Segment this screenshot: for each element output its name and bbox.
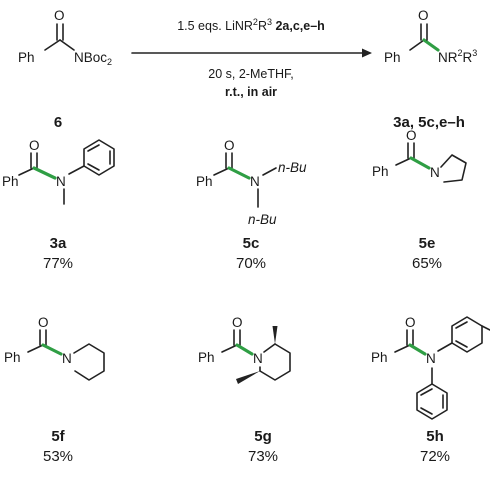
5e-ph-label: Ph — [372, 164, 389, 179]
5h-nitrogen-label: N — [426, 351, 436, 366]
reactant-id: 6 — [54, 114, 62, 131]
reactant-nboc-subscript: 2 — [107, 57, 112, 67]
5c-nbu-top-label: n-Bu — [278, 160, 307, 175]
5g-ph-label: Ph — [198, 350, 215, 365]
5c-ph-label: Ph — [196, 174, 213, 189]
condition-line-2: r.t., in air — [225, 85, 277, 99]
5c-oxygen-label: O — [224, 138, 235, 153]
5f-nitrogen-label: N — [62, 351, 72, 366]
5c-nitrogen-label: N — [250, 174, 260, 189]
5g-yield: 73% — [248, 448, 278, 465]
5h-ph-label: Ph — [371, 350, 388, 365]
product-oxygen-label: O — [418, 8, 429, 23]
5f-oxygen-label: O — [38, 315, 49, 330]
5c-yield: 70% — [236, 255, 266, 272]
5e-oxygen-label: O — [406, 128, 417, 143]
product-ids: 3a, 5c,e–h — [393, 114, 465, 131]
3a-yield: 77% — [43, 255, 73, 272]
5g-nitrogen-label: N — [253, 351, 263, 366]
reactant-oxygen-label: O — [54, 8, 65, 23]
reagent-text: 1.5 eqs. LiNR2R3 2a,c,e–h — [177, 17, 325, 33]
5f-yield: 53% — [43, 448, 73, 465]
compound-5f: O Ph N 5f 53% — [4, 315, 105, 465]
5g-oxygen-label: O — [232, 315, 243, 330]
5c-id: 5c — [243, 235, 260, 252]
compound-5e: O Ph N 5e 65% — [372, 128, 467, 272]
reactant-6: O Ph NBoc2 6 — [18, 8, 112, 131]
compound-3a: O Ph N 3a 77% — [2, 138, 115, 272]
compound-5h: O Ph N 5h 72% — [371, 315, 490, 465]
product-ph-label: Ph — [384, 50, 401, 65]
reactant-ph-label: Ph — [18, 50, 35, 65]
compound-5g: O Ph N 5g 73% — [198, 315, 291, 465]
5e-nitrogen-label: N — [430, 165, 440, 180]
5h-id: 5h — [426, 428, 444, 445]
5h-oxygen-label: O — [405, 315, 416, 330]
svg-text:NBoc2: NBoc2 — [74, 50, 112, 67]
5c-nbu-bottom-label: n-Bu — [248, 212, 277, 227]
5f-ph-label: Ph — [4, 350, 21, 365]
compound-5c: O Ph N n-Bu n-Bu 5c 70% — [196, 138, 307, 272]
5h-yield: 72% — [420, 448, 450, 465]
3a-nitrogen-label: N — [56, 174, 66, 189]
5e-yield: 65% — [412, 255, 442, 272]
reactant-nboc-label: NBoc — [74, 50, 107, 65]
product-amine-label: NR2R3 — [438, 48, 477, 65]
5g-id: 5g — [254, 428, 272, 445]
reaction-arrow: 1.5 eqs. LiNR2R3 2a,c,e–h 20 s, 2-MeTHF,… — [131, 17, 372, 99]
3a-oxygen-label: O — [29, 138, 40, 153]
3a-id: 3a — [50, 235, 67, 252]
condition-line-1: 20 s, 2-MeTHF, — [208, 67, 293, 81]
5f-id: 5f — [51, 428, 65, 445]
3a-ph-label: Ph — [2, 174, 19, 189]
5e-id: 5e — [419, 235, 436, 252]
product-general: O Ph NR2R3 3a, 5c,e–h — [384, 8, 477, 131]
